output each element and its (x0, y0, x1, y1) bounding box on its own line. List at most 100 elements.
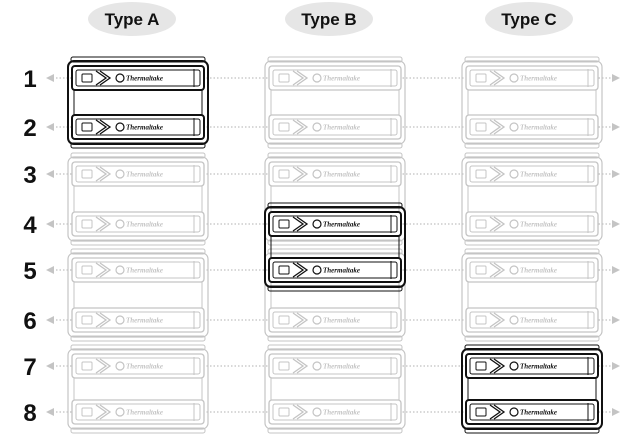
tray-body (71, 353, 205, 379)
tray-body (71, 307, 205, 333)
drive-tray: Thermaltake (268, 257, 402, 283)
cage-top-rail (267, 248, 403, 255)
cage-top-rail (267, 202, 403, 209)
tray-handle-chevron (95, 262, 112, 278)
tray-body (71, 161, 205, 187)
drive-tray: Thermaltake (465, 399, 599, 425)
tray-body (268, 65, 402, 91)
tray-led (81, 361, 93, 371)
row-right-arrow (612, 220, 620, 228)
column-header-bubble (285, 2, 373, 36)
cage-bottom-rail (464, 335, 600, 342)
tray-faceplate (272, 357, 398, 375)
tray-faceplate (272, 403, 398, 421)
tray-body (268, 307, 402, 333)
tray-led (278, 219, 290, 229)
column-header-bubble (485, 2, 573, 36)
drive-cage-faded (67, 344, 209, 434)
tray-body (465, 307, 599, 333)
tray-led (278, 315, 290, 325)
tray-brand-text: Thermaltake (126, 409, 163, 417)
tray-handle-chevron (95, 216, 112, 232)
cage-bottom-rail (267, 427, 403, 434)
cage-top-rail (464, 152, 600, 159)
brand-logo-icon (312, 169, 322, 179)
tray-brand-text: Thermaltake (126, 171, 163, 179)
cage-top-rail (70, 248, 206, 255)
drive-tray: Thermaltake (71, 65, 205, 91)
tray-brand-text: Thermaltake (126, 221, 163, 229)
tray-led (278, 73, 290, 83)
cage-top-rail (70, 56, 206, 63)
row-number-5: 5 (23, 258, 36, 285)
row-number-6: 6 (23, 308, 36, 335)
brand-logo-icon (509, 219, 519, 229)
tray-brand-text: Thermaltake (323, 409, 360, 417)
cage-bottom-rail (267, 285, 403, 292)
drive-tray: Thermaltake (268, 65, 402, 91)
tray-handle-chevron (292, 358, 309, 374)
drive-tray: Thermaltake (268, 353, 402, 379)
row-left-arrow (46, 266, 54, 274)
tray-handle-chevron (292, 166, 309, 182)
brand-logo-icon (115, 407, 125, 417)
tray-handle-chevron (95, 119, 112, 135)
row-number-1: 1 (23, 66, 36, 93)
tray-faceplate (75, 403, 201, 421)
brand-logo-icon (509, 265, 519, 275)
row-right-arrow (612, 74, 620, 82)
tray-handle-chevron (489, 119, 506, 135)
brand-logo-icon (312, 122, 322, 132)
tray-brand-text: Thermaltake (126, 267, 163, 275)
drive-cage-faded (461, 248, 603, 342)
cage-bottom-rail (464, 142, 600, 149)
tray-body (268, 161, 402, 187)
row-number-4: 4 (23, 212, 37, 239)
tray-body (465, 257, 599, 283)
tray-brand-text: Thermaltake (520, 75, 557, 83)
tray-brand-text: Thermaltake (126, 363, 163, 371)
tray-faceplate (469, 261, 595, 279)
tray-led (278, 169, 290, 179)
cage-top-rail (267, 344, 403, 351)
tray-brand-text: Thermaltake (126, 317, 163, 325)
cage-top-rail (267, 152, 403, 159)
tray-handle-chevron (489, 262, 506, 278)
tray-brand-text: Thermaltake (520, 317, 557, 325)
tray-led (81, 169, 93, 179)
brand-logo-icon (115, 265, 125, 275)
tray-faceplate (75, 165, 201, 183)
tray-body (268, 257, 402, 283)
tray-faceplate (75, 311, 201, 329)
row-right-arrow (612, 266, 620, 274)
tray-brand-text: Thermaltake (323, 317, 360, 325)
tray-body (71, 114, 205, 140)
tray-led (475, 315, 487, 325)
brand-logo-icon (509, 407, 519, 417)
cage-frame (264, 252, 406, 338)
brand-logo-icon (509, 122, 519, 132)
tray-faceplate (272, 69, 398, 87)
tray-brand-text: Thermaltake (323, 124, 360, 132)
cage-bottom-rail (267, 239, 403, 246)
tray-faceplate (469, 69, 595, 87)
tray-body (268, 114, 402, 140)
drive-tray: Thermaltake (465, 161, 599, 187)
tray-faceplate (272, 215, 398, 233)
row-left-arrow (46, 316, 54, 324)
cage-frame (461, 60, 603, 145)
tray-brand-text: Thermaltake (126, 75, 163, 83)
tray-faceplate (272, 165, 398, 183)
brand-logo-icon (312, 265, 322, 275)
drive-tray: Thermaltake (465, 257, 599, 283)
drive-tray: Thermaltake (465, 65, 599, 91)
tray-led (81, 265, 93, 275)
tray-body (465, 114, 599, 140)
column-header-label: Type B (301, 10, 356, 29)
tray-handle-chevron (292, 312, 309, 328)
column-header-2: Type B (285, 2, 373, 36)
row-number-7: 7 (23, 354, 36, 381)
tray-brand-text: Thermaltake (520, 221, 557, 229)
tray-handle-chevron (292, 119, 309, 135)
